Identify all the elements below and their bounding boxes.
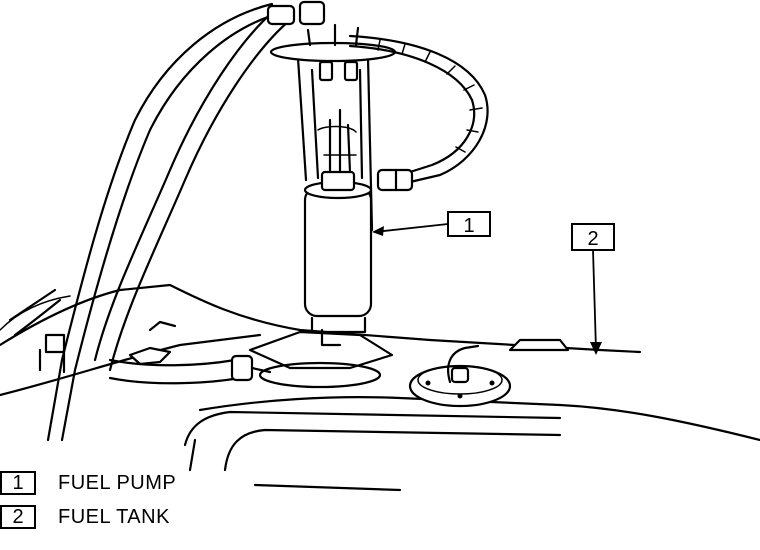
legend-row-fuel-pump: 1 FUEL PUMP <box>0 466 176 500</box>
callout-2-arrowhead <box>590 342 602 355</box>
callout-1-arrowhead <box>372 226 384 236</box>
callout-2-number: 2 <box>587 228 598 250</box>
callout-2-leader <box>592 249 597 351</box>
callout-1-number: 1 <box>463 215 474 237</box>
callout-1-leader <box>374 223 449 233</box>
fuel-tank <box>0 283 760 492</box>
legend-row-fuel-tank: 2 FUEL TANK <box>0 500 176 534</box>
pump-mounting-flange <box>248 330 394 389</box>
legend-number: 1 <box>0 471 36 495</box>
legend-label: FUEL TANK <box>58 505 170 528</box>
callout-1: 1 <box>372 211 491 237</box>
callout-2-box <box>571 223 615 251</box>
fuel-lines <box>8 0 326 442</box>
callout-2: 2 <box>571 223 615 355</box>
wiring-harness <box>348 34 489 192</box>
legend-number: 2 <box>0 505 36 529</box>
legend: 1 FUEL PUMP 2 FUEL TANK <box>0 466 176 534</box>
legend-label: FUEL PUMP <box>58 471 177 494</box>
fuel-pump <box>303 108 373 347</box>
